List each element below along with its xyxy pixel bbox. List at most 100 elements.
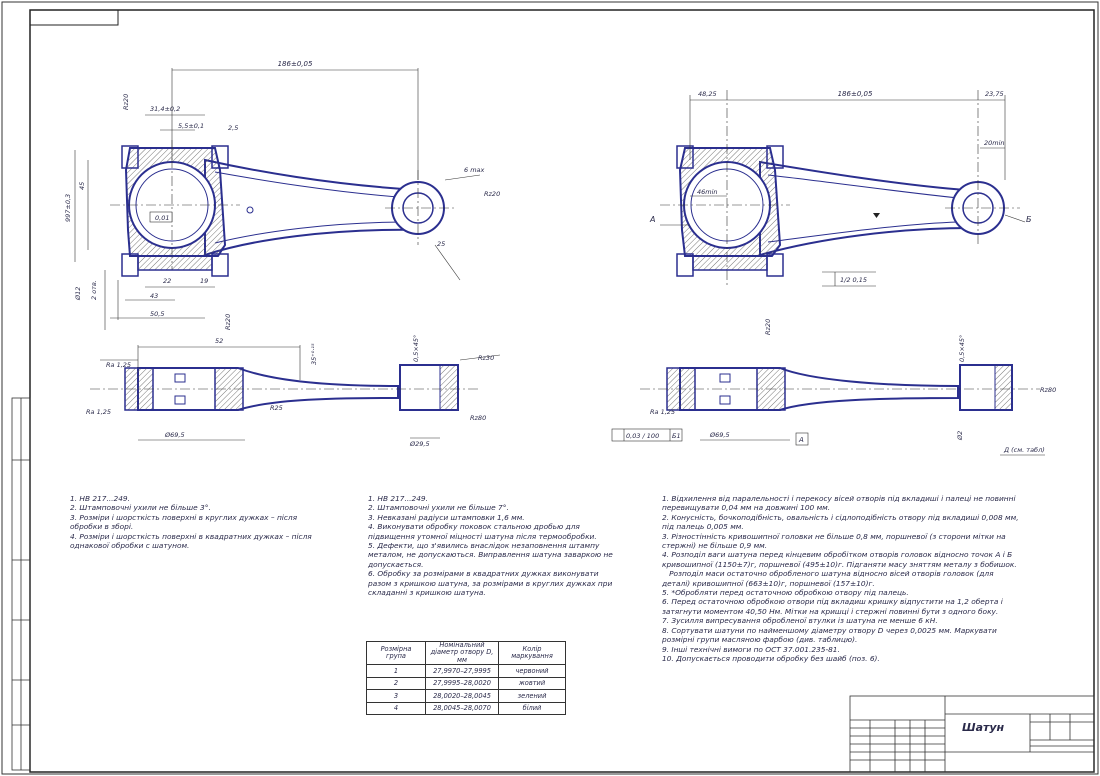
note-right-1: 1. Відхилення від паралельності і переко…	[662, 494, 1018, 513]
note-left-4: 4. Розміри і шорсткість поверхні в квадр…	[70, 531, 315, 551]
datum-a: А	[649, 215, 655, 224]
note-right-6: 6. Перед остаточною обробкою отвори під …	[662, 597, 1006, 616]
dim-tr-d2: 23,75	[985, 90, 1004, 98]
rough-br-right: Rz80	[1040, 386, 1056, 394]
note-right-7: 7. Зусилля випресування обробленої втулк…	[662, 616, 938, 626]
note-left-2: 2. Штамповочні ухили не більше 3°.	[70, 503, 211, 513]
table-cell: зелений	[498, 689, 566, 703]
dim-tl-d7: 22	[163, 277, 171, 285]
table-row: 3 28,0020–28,0045 зелений	[366, 689, 566, 703]
note-right-2: 2. Конусність, бочкоподібність, овальніс…	[662, 512, 1021, 532]
note-right-8: 8. Сортувати шатуни по найменшому діамет…	[662, 625, 1000, 645]
dim-tr-d3: 20min	[984, 139, 1005, 147]
view-bottom-left: 52 35⁺⁰·¹⁵ 0,5×45° Ra 1,25 Ra 1,25 R25 Ø…	[86, 335, 501, 448]
table-cell: 27,9995–28,0020	[425, 676, 499, 691]
rough-tl-top: Rz20	[122, 94, 130, 110]
part-name-title: Шатун	[962, 721, 1005, 734]
dim-tl-d3: 2,5	[228, 124, 238, 132]
dim-bl-d4: Ø69,5	[164, 431, 185, 439]
tol-frame-ref: Б1	[672, 432, 681, 440]
corner-stamp	[29, 9, 119, 26]
note-right-3: 3. Різностінність кривошипної головки не…	[662, 531, 1009, 551]
dim-tl-d9: 43	[150, 292, 158, 300]
dim-tl-d6: 6 max	[464, 166, 485, 174]
dim-center-distance-left: 186±0,05	[278, 60, 313, 68]
dim-tl-d1: 31,4±0,2	[150, 105, 180, 113]
dim-tl-d5: 45	[78, 182, 86, 190]
tol-frame-br: 0,03 / 100	[626, 432, 659, 440]
datum-a-bottom: А	[798, 436, 804, 444]
label-tl-holes: 2 отв.	[90, 280, 98, 300]
rough-bl-2: Ra 1,25	[86, 408, 111, 416]
table-header: Колір маркування	[498, 640, 566, 666]
table-cell: 3	[366, 689, 426, 703]
dim-tl-d12: 0,01	[155, 214, 169, 222]
note-mid-2: 2. Штамповочні ухили не більше 7°.	[368, 503, 509, 513]
note-mid-3: 3. Невказані радіуси штамповки 1,6 мм.	[368, 512, 525, 522]
view-bottom-right: 0,5×45° Ra 1,25 Ø69,5 0,03 / 100 Б1 А Rz…	[611, 335, 1056, 456]
note-right-5: 5. *Обробляти перед остаточною обробкою …	[662, 588, 909, 598]
dim-br-d2: Ø69,5	[709, 431, 730, 439]
title-block	[849, 695, 1095, 773]
note-left-3: 3. Розміри і шорсткість поверхні в кругл…	[70, 512, 300, 532]
dim-center-distance-right: 186±0,05	[838, 90, 873, 98]
note-mid-6: 6. Обробку за розмірами в квадратних дуж…	[368, 569, 615, 598]
rough-tl-bottom: Rz20	[224, 314, 232, 330]
rough-tr-bottom: Rz20	[764, 319, 772, 335]
dim-br-d1: 0,5×45°	[958, 335, 966, 362]
table-row: 2 27,9995–28,0020 жовтий	[366, 676, 566, 691]
table-cell: 4	[366, 701, 426, 716]
rough-br-1: Ra 1,25	[650, 408, 675, 416]
dim-tr-d1: 48,25	[698, 90, 717, 98]
datum-b: Б	[1026, 215, 1032, 224]
table-row: 4 28,0045–28,0070 білий	[366, 701, 566, 716]
note-mid-4: 4. Виконувати обробку поковок стальною д…	[368, 522, 597, 541]
table-row: 1 27,9970–27,9995 червоний	[366, 664, 566, 678]
rough-bl-right: Rz30	[478, 354, 494, 362]
dim-tl-d11: 25	[437, 240, 445, 248]
notes-left: 1. НВ 217...249. 2. Штамповочні ухили не…	[70, 494, 320, 550]
tol-tl: Ø12	[74, 287, 82, 301]
dim-tl-d4: 997±0,3	[64, 194, 72, 222]
table-cell: 27,9970–27,9995	[425, 664, 499, 678]
table-cell: жовтий	[498, 676, 566, 691]
left-strip	[11, 397, 31, 771]
table-cell: білий	[498, 701, 566, 716]
table-header-row: Розмірна група Номінальний діаметр отвор…	[366, 640, 566, 666]
note-left-1: 1. НВ 217...249.	[70, 494, 130, 503]
rough-bl-1: Ra 1,25	[106, 361, 131, 369]
view-top-right: 186±0,05 48,25 23,75 20min 46min А Б 1/2…	[649, 90, 1032, 335]
dim-tl-d2: 5,5±0,1	[178, 122, 204, 130]
note-mid-1: 1. НВ 217...249.	[368, 494, 428, 503]
dim-br-d3: Д (см. табл)	[1003, 446, 1045, 454]
table-cell: 1	[366, 664, 426, 678]
table-header: Номінальний діаметр отвору D, мм	[425, 640, 499, 666]
dim-bl-d5: Ø29,5	[409, 440, 430, 448]
notes-middle: 1. НВ 217...249. 2. Штамповочні ухили не…	[368, 494, 620, 597]
view-top-left: 186±0,05 31,4±0,2 5,5±0,1 2,5 997±0,3 45…	[64, 60, 500, 330]
dim-tr-d4: 46min	[697, 188, 718, 196]
dim-bl-d6: Rz80	[470, 414, 486, 422]
note-right-4: 4. Розподіл ваги шатуна перед кінцевим о…	[662, 550, 1017, 569]
size-group-table: Розмірна група Номінальний діаметр отвор…	[366, 640, 566, 716]
table-header: Розмірна група	[366, 640, 426, 666]
label-br: Ø2	[956, 431, 964, 441]
table-cell: 28,0020–28,0045	[425, 689, 499, 703]
note-mid-5: 5. Дефекти, що з'явились внаслідок незап…	[368, 541, 616, 569]
table-cell: 28,0045–28,0070	[425, 701, 499, 716]
dim-bl-d3: 0,5×45°	[412, 335, 420, 362]
inner-frame	[29, 9, 1095, 773]
table-cell: 2	[366, 676, 426, 691]
dim-tl-d8: 19	[200, 277, 208, 285]
rough-tl-right: Rz20	[484, 190, 500, 198]
dim-bl-d2: 35⁺⁰·¹⁵	[310, 343, 318, 365]
dim-tl-d10: 50,5	[150, 310, 164, 318]
notes-right: 1. Відхилення від паралельності і переко…	[662, 494, 1022, 663]
tol-tr: 1/2 0,15	[840, 276, 867, 284]
note-right-4b: Розподіл маси остаточно обробленого шату…	[662, 569, 996, 588]
note-right-10: 10. Допускається проводити обробку без ш…	[662, 653, 880, 663]
table-cell: червоний	[498, 664, 566, 678]
dim-bl-d1: 52	[215, 337, 223, 345]
